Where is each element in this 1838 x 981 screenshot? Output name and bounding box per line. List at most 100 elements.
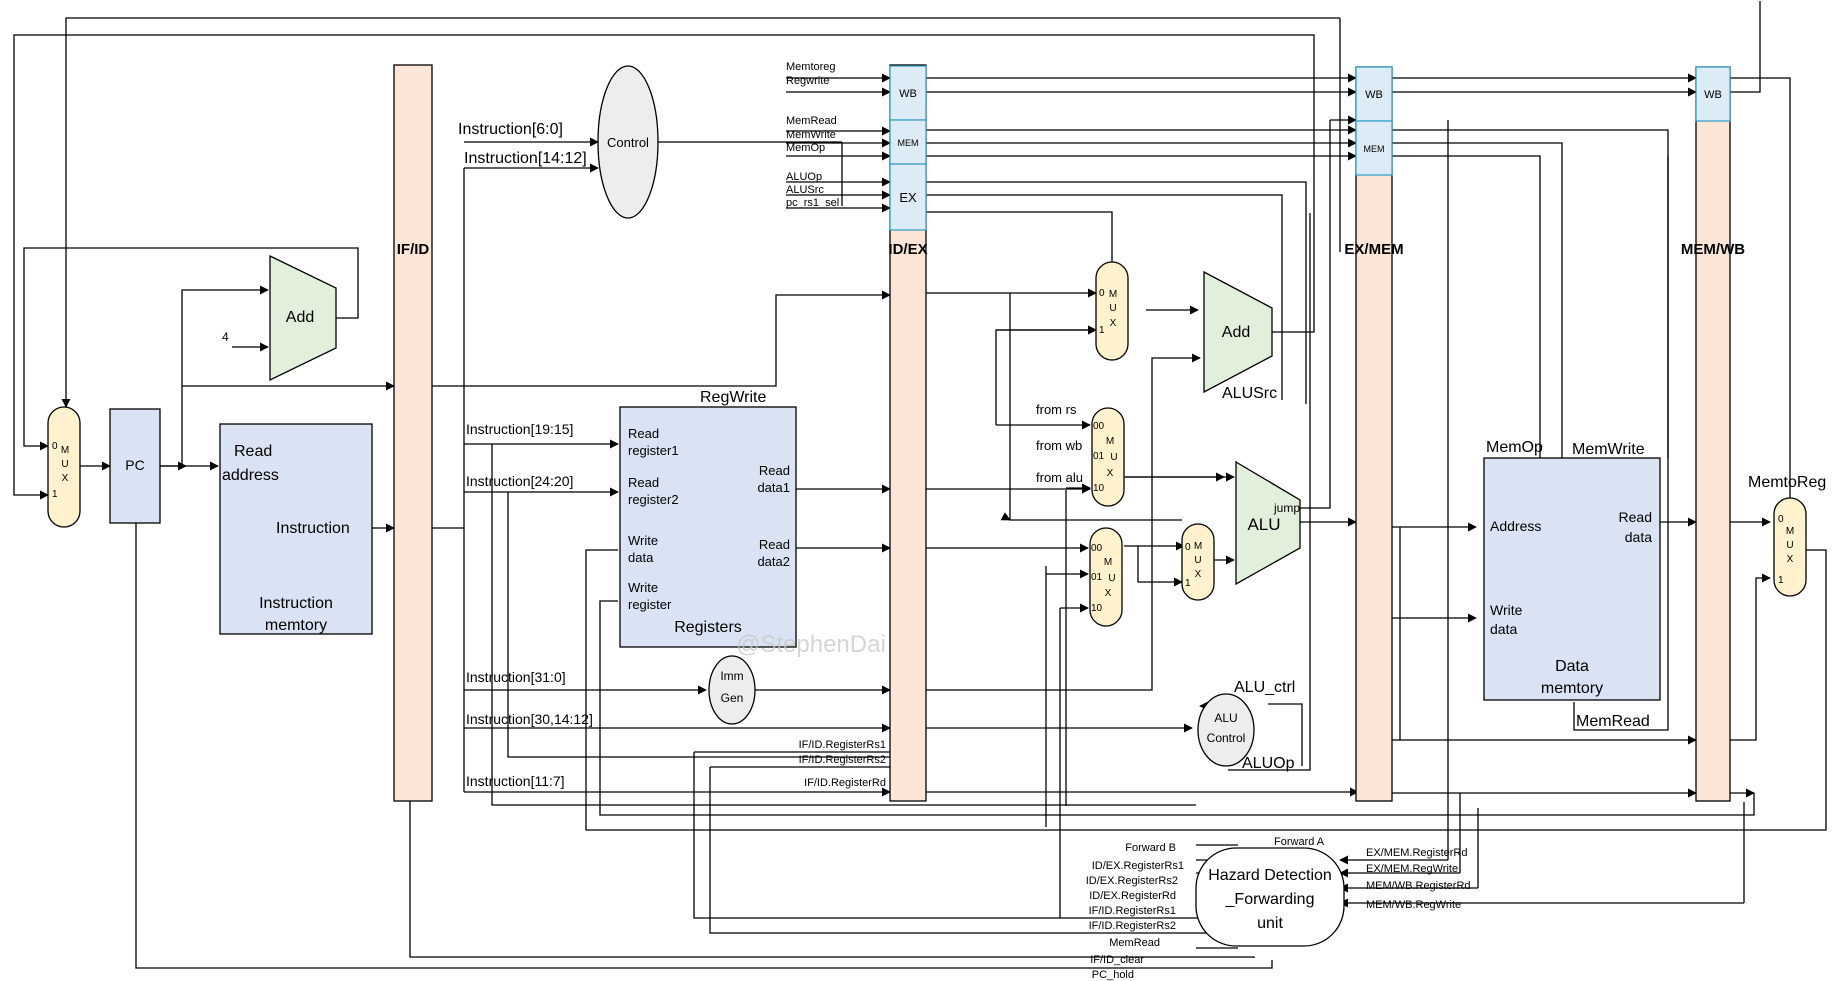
svg-text:IF/ID.RegisterRd: IF/ID.RegisterRd — [804, 777, 886, 789]
id-ex-wb-label: WB — [899, 88, 917, 100]
if-id-register — [393, 64, 433, 802]
svg-text:U: U — [1109, 303, 1116, 314]
svg-text:1: 1 — [52, 489, 58, 500]
ex-mem-mem-label: MEM — [1364, 144, 1385, 154]
svg-text:ALU: ALU — [1214, 711, 1237, 725]
svg-text:Read: Read — [234, 443, 272, 460]
svg-text:M: M — [1109, 289, 1117, 300]
svg-text:data2: data2 — [757, 554, 790, 569]
forward-b-mux: 00 01 10 M U X — [1089, 527, 1123, 627]
id-ex-stage-boxes: WB MEM EX — [889, 65, 927, 231]
svg-text:Read: Read — [628, 475, 659, 490]
pipeline-registers — [393, 64, 1731, 802]
svg-text:X: X — [1195, 569, 1202, 580]
svg-text:EX/MEM.RegWrite: EX/MEM.RegWrite — [1366, 863, 1458, 875]
ex-mem-register — [1355, 66, 1393, 802]
svg-text:Control: Control — [607, 135, 649, 150]
ex-mem-title: EX/MEM — [1344, 241, 1403, 258]
svg-text:1: 1 — [1185, 578, 1191, 589]
svg-text:EX/MEM.RegisterRd: EX/MEM.RegisterRd — [1366, 847, 1467, 859]
constant-4: 4 — [222, 330, 229, 344]
instruction-field-labels: Instruction[6:0] Instruction[14:12] Inst… — [458, 121, 593, 789]
svg-text:Address: Address — [1490, 518, 1541, 534]
instr-funct3: Instruction[14:12] — [464, 150, 587, 167]
svg-text:PC: PC — [125, 457, 144, 473]
svg-text:M: M — [1786, 526, 1794, 537]
svg-text:pc_rs1_sel: pc_rs1_sel — [786, 197, 839, 209]
svg-text:MEM/WB.RegisterRd: MEM/WB.RegisterRd — [1366, 880, 1471, 892]
svg-text:Control: Control — [1207, 731, 1246, 745]
svg-text:M: M — [61, 445, 69, 456]
svg-text:Add: Add — [286, 309, 314, 326]
svg-text:IF/ID.RegisterRs1: IF/ID.RegisterRs1 — [799, 739, 886, 751]
svg-text:from rs: from rs — [1036, 402, 1077, 417]
instr-full: Instruction[31:0] — [466, 669, 566, 685]
svg-text:_Forwarding: _Forwarding — [1225, 891, 1315, 908]
memtoreg-mux: 0 1 M U X MemtoReg — [1748, 474, 1826, 597]
ex-labels: ALUSrc ALU_ctrl ALUOp — [1222, 385, 1295, 772]
svg-text:MemRead: MemRead — [786, 115, 837, 127]
mem-wb-wb-label: WB — [1704, 89, 1722, 101]
svg-text:X: X — [1107, 468, 1114, 479]
svg-text:Imm: Imm — [720, 669, 743, 683]
svg-text:M: M — [1106, 436, 1114, 447]
alu-ctrl-label: ALU_ctrl — [1234, 679, 1295, 696]
regwrite-label: RegWrite — [700, 389, 766, 406]
jump-label: jump — [1273, 501, 1300, 515]
svg-text:M: M — [1104, 557, 1112, 568]
if-id-title: IF/ID — [397, 241, 430, 258]
svg-text:U: U — [1194, 555, 1201, 566]
register-file: Read register1 Read register2 Write data… — [619, 389, 797, 648]
instr-rd: Instruction[11:7] — [466, 773, 565, 789]
memread-label: MemRead — [1576, 713, 1650, 730]
alusrc-label: ALUSrc — [1222, 385, 1277, 402]
aluop-label: ALUOp — [1242, 755, 1295, 772]
svg-text:U: U — [61, 459, 68, 470]
svg-text:MemOp: MemOp — [786, 142, 825, 154]
svg-text:U: U — [1110, 452, 1117, 463]
id-ex-ex-label: EX — [899, 190, 917, 205]
branch-adder: Add — [1203, 270, 1273, 394]
svg-text:Instruction: Instruction — [259, 595, 333, 612]
svg-text:10: 10 — [1091, 603, 1103, 614]
ex-mem-stage-boxes: WB MEM — [1355, 66, 1393, 176]
branch-mux: 0 1 M U X — [1095, 261, 1129, 361]
svg-text:00: 00 — [1093, 421, 1105, 432]
hazard-right-labels: EX/MEM.RegisterRd EX/MEM.RegWrite MEM/WB… — [1366, 847, 1471, 911]
svg-text:0: 0 — [1099, 288, 1105, 299]
hazard-forwarding-unit: Hazard Detection _Forwarding unit — [1195, 847, 1345, 947]
svg-text:U: U — [1108, 573, 1115, 584]
svg-text:MEM/WB.RegWrite: MEM/WB.RegWrite — [1366, 899, 1461, 911]
svg-text:Data: Data — [1555, 658, 1589, 675]
control-unit: Control — [597, 65, 659, 219]
instr-funct7: Instruction[30,14:12] — [466, 711, 593, 727]
svg-text:X: X — [1110, 318, 1117, 329]
svg-text:ID/EX.RegisterRs1: ID/EX.RegisterRs1 — [1092, 860, 1184, 872]
memtoreg-label: MemtoReg — [1748, 474, 1826, 491]
svg-text:Read: Read — [759, 463, 790, 478]
forward-source-labels: from rs from wb from alu — [1036, 402, 1083, 485]
svg-text:register: register — [628, 597, 672, 612]
svg-text:Forward A: Forward A — [1274, 836, 1325, 848]
svg-text:register1: register1 — [628, 443, 679, 458]
id-ex-title: ID/EX — [888, 241, 927, 258]
control-signal-labels: Memtoreg Regwrite MemRead MemWrite MemOp… — [786, 61, 839, 209]
svg-text:data: data — [1490, 621, 1517, 637]
pc-register: PC — [109, 408, 161, 524]
mem-wb-register — [1695, 66, 1731, 802]
id-ex-mem-label: MEM — [898, 138, 919, 148]
svg-text:M: M — [1194, 541, 1202, 552]
svg-text:register2: register2 — [628, 492, 679, 507]
svg-text:Read: Read — [759, 537, 790, 552]
pc-adder: Add 4 — [222, 254, 337, 382]
svg-text:1: 1 — [1099, 325, 1105, 336]
svg-text:Add: Add — [1222, 324, 1250, 341]
svg-text:Instruction: Instruction — [276, 520, 350, 537]
svg-text:ALUOp: ALUOp — [786, 171, 822, 183]
memop-label: MemOp — [1486, 439, 1543, 456]
svg-text:Registers: Registers — [674, 619, 742, 636]
svg-text:Forward B: Forward B — [1125, 842, 1176, 854]
svg-text:0: 0 — [1185, 542, 1191, 553]
svg-text:U: U — [1786, 540, 1793, 551]
